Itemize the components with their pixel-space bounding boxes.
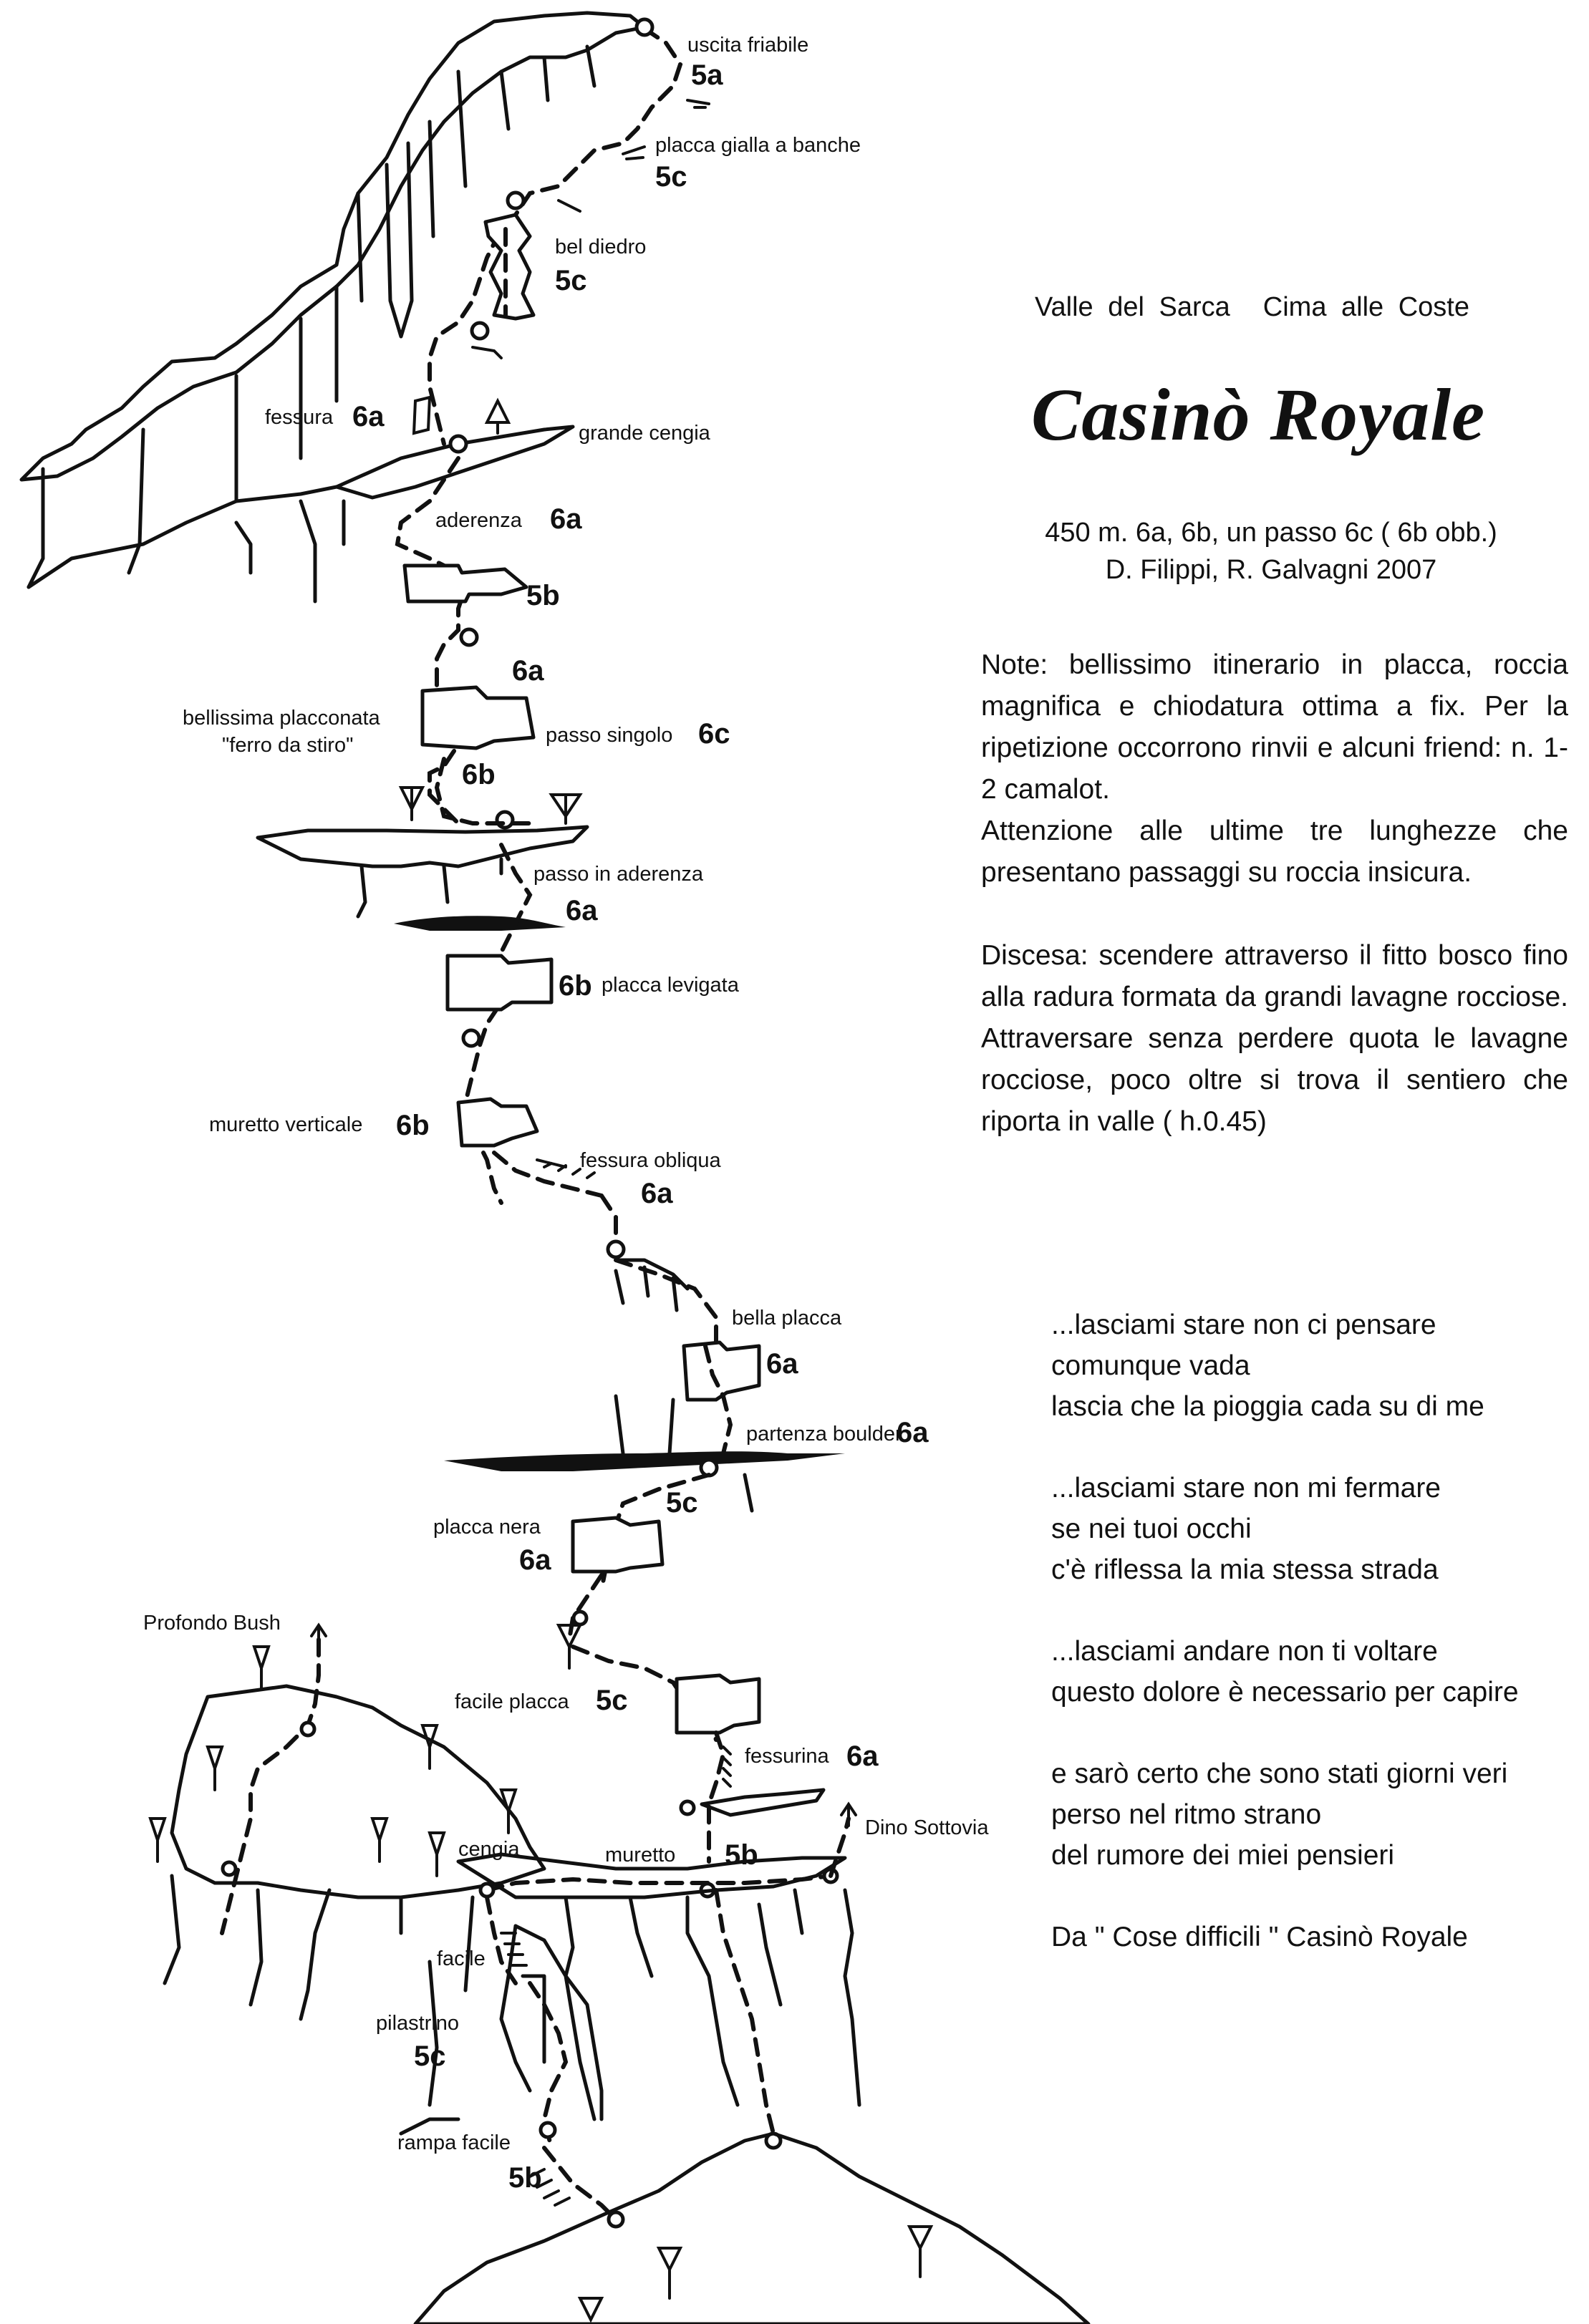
label-muretto: muretto [605,1844,675,1867]
lyrics-stanza-4: e sarò certo che sono stati giorni veri … [1051,1758,1508,1871]
grade-muretto-verticale: 6b [396,1110,430,1141]
grade-5c-lower: 5c [666,1487,698,1519]
label-passo-singolo: passo singolo [546,724,672,747]
grade-fessura-obliqua: 6a [641,1178,673,1209]
label-facile: facile [437,1947,486,1970]
lyrics-stanza-2: ...lasciami stare non mi fermare se nei … [1051,1473,1441,1585]
grade-rampa-facile: 5b [508,2162,542,2194]
grade-6a-mid: 6a [512,655,544,687]
label-placca-levigata: placca levigata [602,974,740,997]
label-placca-nera: placca nera [433,1516,541,1539]
grade-bella-placca: 6a [766,1348,798,1380]
label-bella-placca: bella placca [732,1307,842,1330]
grade-fessurina: 6a [846,1740,879,1772]
label-rampa-facile: rampa facile [397,2131,511,2154]
label-ferro-da-stiro: "ferro da stiro" [222,734,353,757]
label-fessura-obliqua: fessura obliqua [580,1149,722,1172]
label-dino-sottovia: Dino Sottovia [865,1816,989,1839]
route-length-grades: 450 m. 6a, 6b, un passo 6c ( 6b obb.) [1045,518,1497,548]
label-pilastrino: pilastrino [376,2012,459,2035]
grade-6b-upper: 6b [462,759,496,790]
label-aderenza: aderenza [435,509,523,532]
label-cengia: cengia [458,1838,520,1861]
grade-placca-levigata: 6b [559,970,592,1002]
label-bellissima-placconata: bellissima placconata [183,707,381,730]
label-facile-placca: facile placca [455,1690,569,1713]
label-uscita-friabile: uscita friabile [687,34,808,57]
grade-facile-placca: 5c [596,1685,628,1716]
peak-name: Cima alle Coste [1262,292,1469,322]
ground-trees [577,2225,934,2323]
lower-middle-route [444,1340,845,1899]
middle-route-line [395,456,539,830]
ground-slope [413,2131,1091,2324]
grade-fessura: 6a [352,401,385,432]
route-authors: D. Filippi, R. Galvagni 2007 [1105,555,1437,585]
grade-aderenza: 6a [550,503,582,535]
grade-uscita: 5a [691,59,723,91]
label-muretto-verticale: muretto verticale [209,1113,362,1136]
lyrics-source: Da " Cose difficili " Casinò Royale [1051,1922,1468,1952]
label-partenza-boulder: partenza boulder [746,1423,902,1446]
grade-muretto: 5b [725,1839,758,1871]
label-passo-in-aderenza: passo in aderenza [533,863,704,886]
lyrics-stanza-1: ...lasciami stare non ci pensare comunqu… [1051,1309,1484,1422]
lyrics-stanza-3: ...lasciami andare non ti voltare questo… [1051,1636,1519,1708]
grade-placca-gialla: 5c [655,161,687,193]
descent-text: Discesa: scendere attraverso il fitto bo… [981,940,1568,1137]
mid-ledge [256,786,589,919]
note-text: Note: bellissimo itinerario in placca, r… [981,649,1568,888]
grade-partenza-boulder: 6a [897,1417,929,1448]
warning-text: Attenzione alle ultime tre lunghezze che… [981,815,1568,888]
label-grande-cengia: grande cengia [579,422,711,445]
route-title: Casinò Royale [1031,374,1486,456]
black-band-boulder [444,1451,845,1471]
label-profondo-bush: Profondo Bush [143,1612,281,1635]
route-notes: Note: bellissimo itinerario in placca, r… [981,644,1568,1184]
grade-passo-singolo: 6c [698,718,730,750]
label-fessurina: fessurina [745,1745,830,1768]
grade-5b-top: 5b [526,580,560,611]
location-line: Valle del Sarca Cima alle Coste [1035,292,1589,323]
route-specs: 450 m. 6a, 6b, un passo 6c ( 6b obb.) D.… [999,514,1543,589]
middle-route-line-2 [445,843,718,1348]
upper-route-line [412,17,710,454]
grade-placca-nera: 6a [519,1544,551,1576]
valley-name: Valle del Sarca [1035,292,1230,322]
grade-bel-diedro: 5c [555,265,587,296]
label-fessura: fessura [265,406,334,429]
grade-passo-in-aderenza: 6a [566,895,598,926]
lower-forest-band [148,1645,861,2136]
label-bel-diedro: bel diedro [555,236,646,258]
song-lyrics: ...lasciami stare non ci pensare comunqu… [1051,1304,1567,1998]
black-band-upper [394,916,566,931]
grade-pilastrino: 5c [414,2040,446,2072]
label-placca-gialla: placca gialla a banche [655,134,861,157]
lower-route-lines [220,1622,857,2229]
